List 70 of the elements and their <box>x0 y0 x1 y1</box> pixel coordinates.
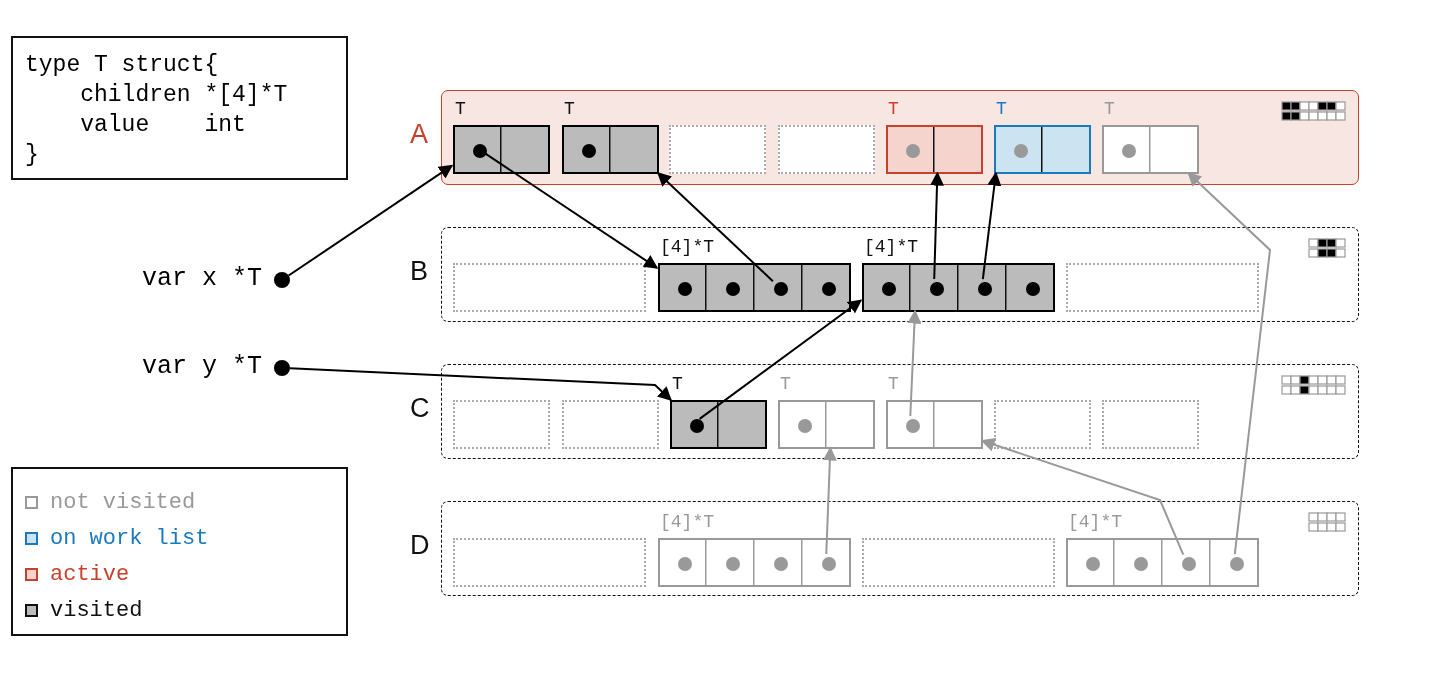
type-label: [4]*T <box>660 237 714 257</box>
pointer-dot <box>906 419 920 433</box>
free-slot <box>1066 263 1259 312</box>
code-line: value int <box>79 111 246 140</box>
free-slot <box>1102 400 1199 449</box>
type-label: [4]*T <box>864 237 918 257</box>
pointer-dot <box>678 557 692 571</box>
type-label: T <box>996 99 1007 119</box>
code-line: type T struct{ <box>25 51 219 80</box>
pointer-dot <box>930 282 944 296</box>
free-slot <box>453 263 646 312</box>
arrow <box>822 446 837 555</box>
pointer-dot <box>882 282 896 296</box>
free-slot <box>862 538 1055 587</box>
row-label: C <box>410 393 430 424</box>
row-label: A <box>410 119 428 150</box>
pointer-dot <box>1086 557 1100 571</box>
arrow <box>289 367 672 401</box>
pointer-dot <box>473 144 487 158</box>
arrow <box>1187 172 1272 556</box>
type-label: T <box>780 374 791 394</box>
free-slot <box>994 400 1091 449</box>
type-label: T <box>672 374 683 394</box>
pointer-dot <box>726 557 740 571</box>
pointer-dot <box>1134 557 1148 571</box>
pointer-dot <box>978 282 992 296</box>
pointer-dot <box>822 282 836 296</box>
pointer-dot <box>1014 144 1028 158</box>
pointer-dot <box>1026 282 1040 296</box>
pointer-dot <box>678 282 692 296</box>
legend-label: visited <box>50 597 143 623</box>
legend-label: not visited <box>50 489 196 515</box>
row-label: D <box>410 530 430 561</box>
code-line: children *[4]*T <box>79 81 288 110</box>
type-label: T <box>1104 99 1115 119</box>
variable-label: var y *T <box>141 352 262 381</box>
legend-label: on work list <box>50 525 209 551</box>
arrow <box>907 309 922 417</box>
pointer-dot <box>726 282 740 296</box>
pointer-dot <box>822 557 836 571</box>
pointer-dot <box>906 144 920 158</box>
type-label: T <box>888 99 899 119</box>
type-label: [4]*T <box>660 512 714 532</box>
free-slot <box>562 400 659 449</box>
pointer-dot <box>1230 557 1244 571</box>
row-label: B <box>410 256 428 287</box>
arrow <box>287 164 454 277</box>
free-slot <box>453 538 646 587</box>
arrow <box>930 171 944 280</box>
arrow <box>980 438 1185 556</box>
variable-label: var x *T <box>141 264 262 293</box>
type-label: T <box>564 99 575 119</box>
arrow <box>981 171 1002 281</box>
code-line: } <box>25 141 39 170</box>
pointer-dot <box>774 557 788 571</box>
free-slot <box>669 125 766 174</box>
pointer-dot <box>774 282 788 296</box>
type-label: T <box>888 374 899 394</box>
code-box <box>11 36 348 180</box>
free-slot <box>453 400 550 449</box>
arrow <box>698 299 863 420</box>
pointer-dot <box>582 144 596 158</box>
legend-label: active <box>50 561 130 587</box>
pointer-dot <box>798 419 812 433</box>
type-label: T <box>455 99 466 119</box>
free-slot <box>778 125 875 174</box>
type-label: [4]*T <box>1068 512 1122 532</box>
pointer-dot <box>1122 144 1136 158</box>
pointer-dot <box>690 419 704 433</box>
pointer-dot <box>1182 557 1196 571</box>
